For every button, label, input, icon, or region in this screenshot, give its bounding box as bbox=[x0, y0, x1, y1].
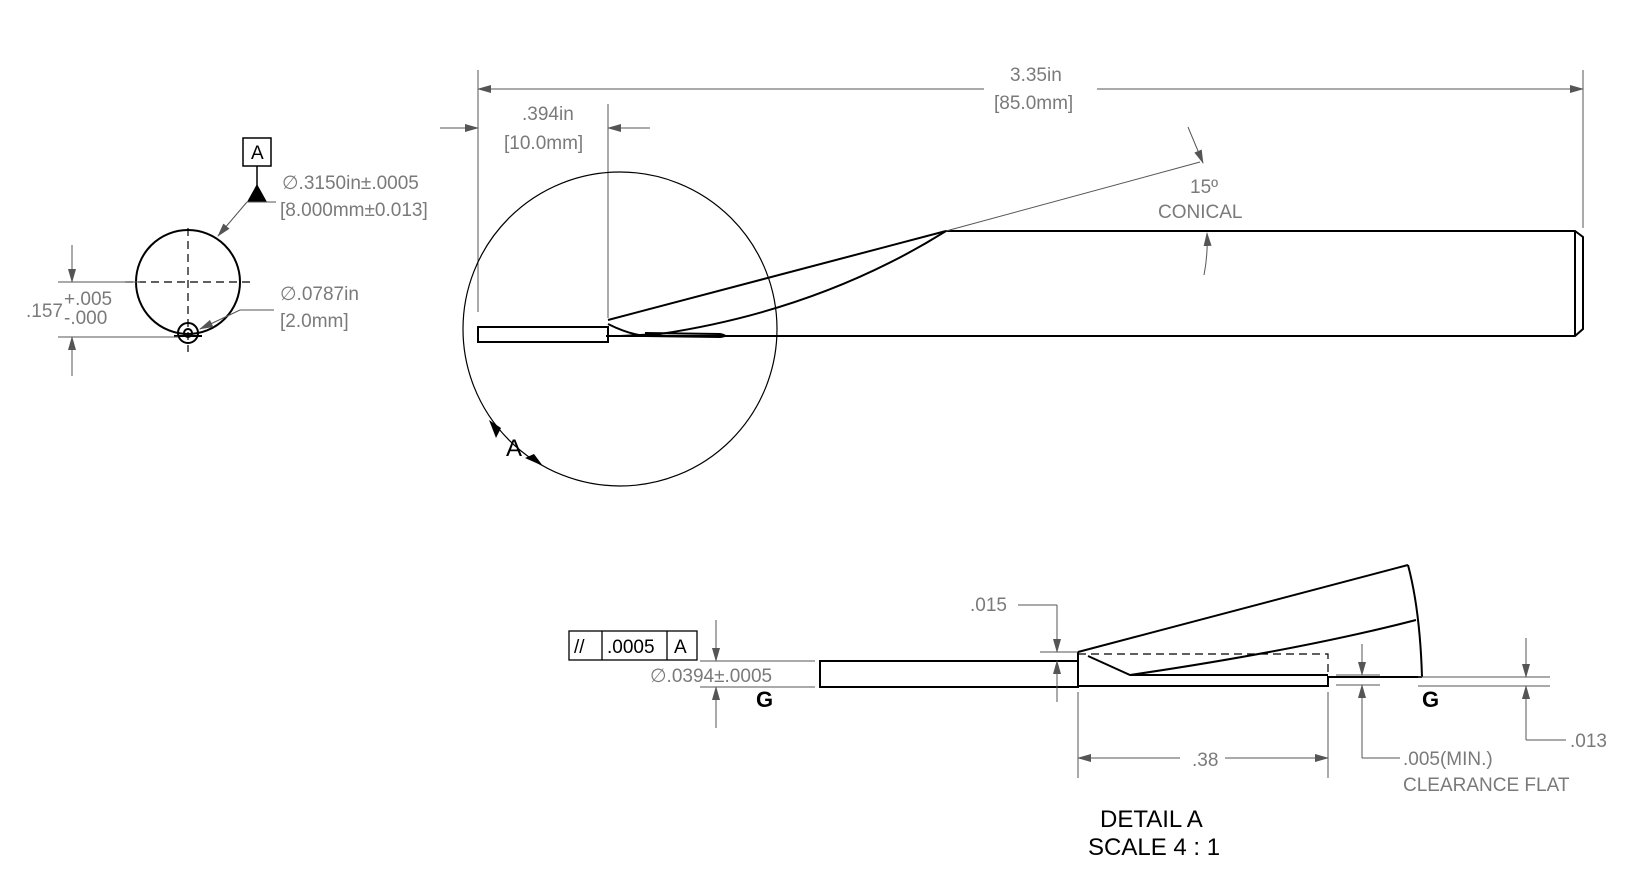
shank-leader bbox=[217, 201, 248, 237]
shank-diameter-mm: [8.000mm±0.013] bbox=[280, 200, 428, 221]
detail-length: .38 bbox=[1192, 750, 1218, 771]
hole-diameter-mm: [2.0mm] bbox=[280, 311, 349, 332]
parallelism-frame bbox=[568, 630, 698, 661]
detail-view: // .0005 A ∅.0394±.0005 G .015 .38 .005(… bbox=[568, 564, 1607, 861]
flute-groove bbox=[607, 323, 726, 339]
hole-diameter-in: ∅.0787in bbox=[280, 284, 359, 305]
section-label-right: G bbox=[1422, 687, 1439, 712]
clearance-label: CLEARANCE FLAT bbox=[1403, 775, 1570, 796]
side-view: 3.35in [85.0mm] .394in [10.0mm] 15º CONI… bbox=[440, 65, 1584, 487]
offset-base-label: .157 bbox=[26, 301, 63, 322]
end-view: .157 +.005 -.000 A ∅.3150in±.0005 [8.000… bbox=[26, 137, 428, 376]
detail-tip bbox=[819, 660, 1079, 688]
detail-marker: A bbox=[506, 435, 522, 462]
cone-angle: 15º bbox=[1190, 177, 1218, 198]
datum-label: A bbox=[251, 143, 264, 164]
detail-top-edge bbox=[1077, 564, 1409, 653]
overall-length-in: 3.35in bbox=[1010, 65, 1062, 86]
clearance-dimension: .005(MIN.) bbox=[1403, 749, 1493, 770]
detail-scale: SCALE 4 : 1 bbox=[1088, 834, 1220, 861]
step-dimension: .015 bbox=[970, 595, 1007, 616]
hole-leader bbox=[199, 309, 241, 330]
section-label-left: G bbox=[756, 687, 773, 712]
overall-length-mm: [85.0mm] bbox=[994, 93, 1073, 114]
cone-angle-arrow-top bbox=[1187, 126, 1204, 164]
parallelism-tolerance: .0005 bbox=[607, 637, 655, 658]
parallelism-symbol: // bbox=[574, 637, 585, 658]
detail-flute-curve bbox=[1129, 619, 1417, 676]
detail-circle bbox=[462, 171, 778, 487]
detail-arrow-left bbox=[489, 420, 501, 438]
cone-angle-arrow-bottom bbox=[1203, 232, 1212, 276]
detail-flute-base bbox=[1087, 655, 1328, 676]
cone-edge bbox=[607, 230, 947, 321]
detail-arrow-right bbox=[525, 454, 543, 466]
flute-curve bbox=[619, 230, 947, 337]
tip-length-in: .394in bbox=[522, 104, 574, 125]
detail-hidden-line bbox=[1078, 653, 1329, 676]
detail-end-arc bbox=[1407, 564, 1423, 678]
flat-height: .013 bbox=[1570, 731, 1607, 752]
tip-diameter: ∅.0394±.0005 bbox=[650, 666, 772, 687]
offset-plus-label: +.005 bbox=[64, 289, 112, 310]
cone-label: CONICAL bbox=[1158, 202, 1242, 223]
shank-outline bbox=[606, 230, 1584, 337]
tip-length-mm: [10.0mm] bbox=[504, 133, 583, 154]
offset-minus-label: -.000 bbox=[64, 308, 107, 329]
shank-diameter-in: ∅.3150in±.0005 bbox=[282, 173, 419, 194]
detail-title: DETAIL A bbox=[1100, 806, 1203, 833]
detail-bottom-edge bbox=[1078, 676, 1329, 687]
coolant-hole bbox=[177, 322, 199, 344]
parallelism-datum: A bbox=[674, 637, 687, 658]
tip-outline bbox=[477, 326, 609, 343]
cone-angle-extension bbox=[945, 161, 1201, 232]
datum-triangle bbox=[247, 184, 267, 202]
